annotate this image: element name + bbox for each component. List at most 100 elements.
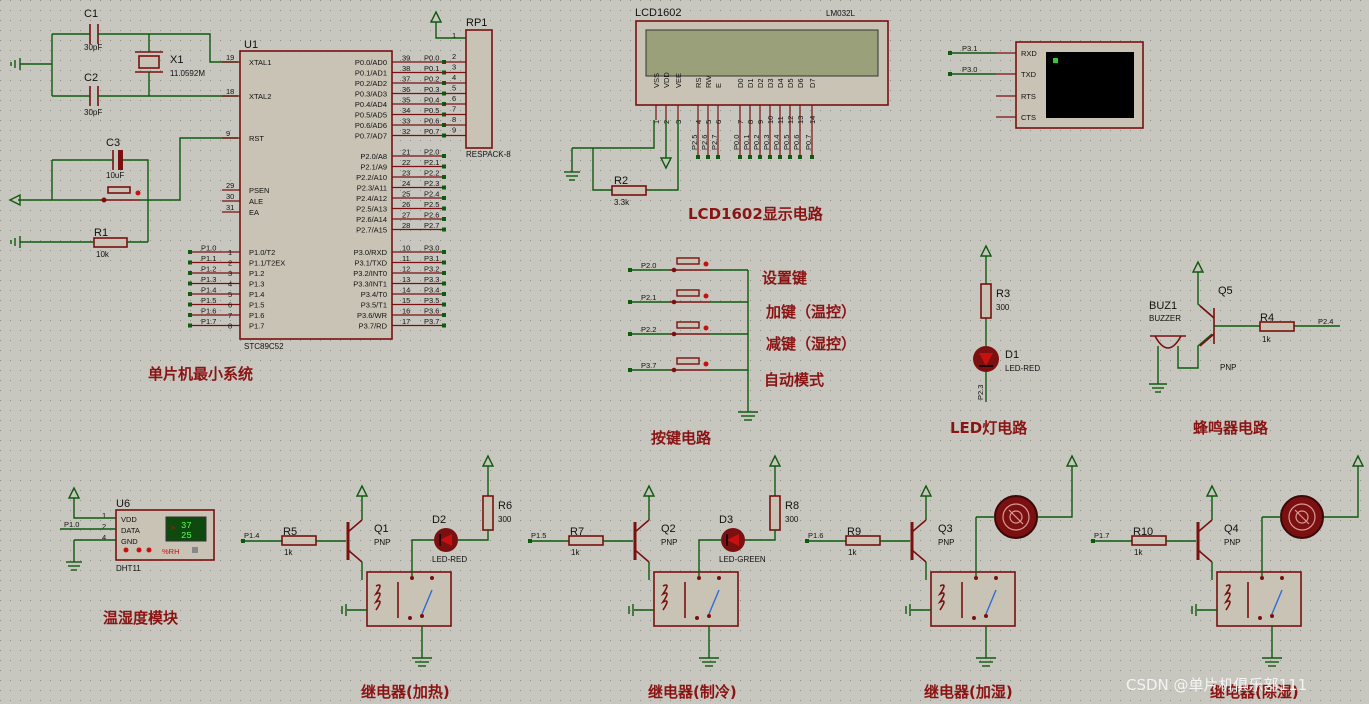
- section-title-relay2: 继电器(制冷): [648, 683, 737, 701]
- x1-ref: X1: [170, 54, 183, 66]
- relay-net-label: P1.5: [531, 531, 546, 540]
- u1-net-label: P0.2: [424, 75, 439, 84]
- u1-pin-name: P3.4/T0: [361, 290, 387, 299]
- u1-pin-name: P0.0/AD0: [355, 58, 387, 67]
- u1-pin-name: P1.4: [249, 290, 264, 299]
- relay-base-resistor[interactable]: [1131, 535, 1167, 546]
- reset-button[interactable]: [100, 186, 141, 203]
- key-button[interactable]: [670, 321, 710, 337]
- u1-net-label: P3.6: [424, 307, 439, 316]
- fan-motor[interactable]: [1280, 495, 1324, 539]
- rp1-respack[interactable]: [465, 29, 493, 149]
- section-title-keys: 按键电路: [651, 429, 712, 447]
- relay-transistor-type: PNP: [374, 538, 390, 547]
- relay-transistor[interactable]: [1196, 519, 1213, 563]
- u1-pin-num: 28: [402, 221, 410, 230]
- relay-resistor-ref: R10: [1133, 526, 1153, 538]
- u1-pin-name: P2.5/A13: [356, 205, 387, 214]
- u1-net-label: P2.5: [424, 200, 439, 209]
- u1-pin-name: P0.2/AD2: [355, 79, 387, 88]
- d1-led[interactable]: [973, 346, 999, 372]
- key-button[interactable]: [670, 357, 710, 373]
- relay-base-resistor[interactable]: [568, 535, 604, 546]
- relay-resistor-value: 1k: [571, 548, 580, 557]
- relay-transistor[interactable]: [633, 519, 650, 563]
- section-title-relay3: 继电器(加湿): [924, 683, 1013, 701]
- relay-net-label: P1.4: [244, 531, 259, 540]
- r2-ref: R2: [614, 175, 628, 187]
- u1-pin-num: 10: [402, 244, 410, 253]
- u1-pin-name: RST: [249, 134, 264, 143]
- u1-net-label: P2.1: [424, 158, 439, 167]
- buzzer-symbol[interactable]: [1150, 335, 1186, 349]
- led-section: R3 300 D1 LED-RED P2.3 LED灯电路: [950, 244, 1040, 437]
- u1-pin-name: P2.4/A12: [356, 194, 387, 203]
- r2-value: 3.3k: [614, 198, 630, 207]
- relay-led-resistor-ref: R8: [785, 500, 799, 512]
- key-button[interactable]: [670, 257, 710, 273]
- c2-ref: C2: [84, 72, 98, 84]
- u1-part: STC89C52: [244, 342, 284, 351]
- uart-net-label: P3.1: [962, 44, 977, 53]
- rp1-pin-num: 2: [452, 52, 456, 61]
- u1-net-label: P0.6: [424, 117, 439, 126]
- lcd-pin-name: D3: [766, 78, 775, 88]
- relay-led-ref: D3: [719, 514, 733, 526]
- u1-pin-num: 25: [402, 190, 410, 199]
- relay-transistor[interactable]: [346, 519, 363, 563]
- relay-led-part: LED-GREEN: [719, 555, 766, 564]
- x1-value: 11.0592M: [170, 69, 205, 78]
- r3-resistor[interactable]: [980, 283, 992, 319]
- relay-coil[interactable]: [653, 571, 739, 627]
- relay-coil[interactable]: [1216, 571, 1302, 627]
- vcc-arrow-1: [8, 193, 21, 207]
- relay-led-resistor[interactable]: [769, 495, 781, 531]
- section-title-led: LED灯电路: [950, 419, 1028, 437]
- relay-base-resistor[interactable]: [845, 535, 881, 546]
- lcd-pin-num: 7: [736, 120, 745, 124]
- u1-chip[interactable]: [239, 50, 393, 340]
- lcd-pin-name: RS: [694, 78, 703, 88]
- r4-resistor[interactable]: [1259, 321, 1295, 332]
- lcd-net-label: P2.5: [690, 135, 699, 150]
- relay-coil[interactable]: [366, 571, 452, 627]
- key-label: 自动模式: [764, 371, 824, 389]
- key-button[interactable]: [670, 289, 710, 305]
- relay-base-resistor[interactable]: [281, 535, 317, 546]
- relay-transistor[interactable]: [910, 519, 927, 563]
- r1-resistor[interactable]: [93, 237, 128, 248]
- r2-resistor[interactable]: [611, 185, 647, 196]
- rp1-pin-num: 6: [452, 94, 456, 103]
- relay-led-resistor[interactable]: [482, 495, 494, 531]
- buz1-part: BUZZER: [1149, 314, 1181, 323]
- u1-pin-num: 17: [402, 317, 410, 326]
- section-title-relay4: 继电器(除湿): [1210, 683, 1299, 701]
- u1-pin-name: P3.1/TXD: [354, 259, 387, 268]
- relay-coil[interactable]: [930, 571, 1016, 627]
- key-label: 设置键: [762, 269, 807, 287]
- r1-ref: R1: [94, 227, 108, 239]
- relay-indicator-led[interactable]: [721, 528, 745, 552]
- u1-pin-num: 35: [402, 96, 410, 105]
- u1-pin-num: 2: [228, 259, 232, 268]
- lcd-pin-name: D1: [746, 78, 755, 88]
- relay-indicator-led[interactable]: [434, 528, 458, 552]
- lcd-pin-name: E: [714, 83, 723, 88]
- relay-resistor-value: 1k: [284, 548, 293, 557]
- relay-transistor-type: PNP: [938, 538, 954, 547]
- u1-pin-num: 7: [228, 311, 232, 320]
- fan-motor[interactable]: [994, 495, 1038, 539]
- u1-p1-net: P1.5: [201, 296, 216, 305]
- lcd-pin-name: D7: [808, 78, 817, 88]
- lcd-pin-num: 11: [776, 116, 785, 124]
- rp1-part: RESPACK-8: [466, 150, 511, 159]
- lcd-pin-name: VSS: [652, 73, 661, 88]
- dht-net-label: P1.0: [64, 520, 79, 529]
